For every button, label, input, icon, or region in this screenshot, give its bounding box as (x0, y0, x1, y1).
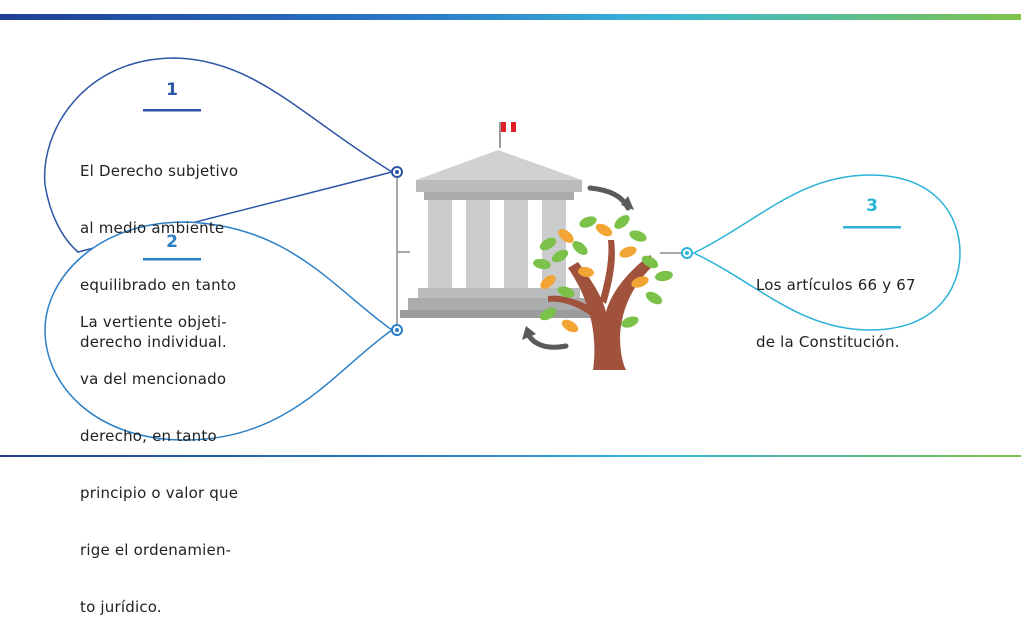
node-dot-1 (391, 166, 403, 178)
courthouse-with-peru-flag-icon (400, 122, 598, 318)
underline-1 (143, 109, 201, 112)
diagram-canvas (43, 57, 961, 441)
drop-shape-1 (43, 57, 394, 253)
item-1-number: 1 (166, 80, 178, 100)
item-3-number: 3 (866, 196, 878, 216)
underline-3 (843, 226, 901, 229)
item-3-text: Los artículos 66 y 67 de la Constitución… (756, 276, 916, 351)
item-1-text: El Derecho subjetivo al medio ambiente e… (80, 162, 239, 351)
top-gradient-bar (0, 14, 1021, 20)
drop-shape-2 (44, 221, 394, 441)
bottom-gradient-line (0, 455, 1021, 457)
underline-2 (143, 258, 201, 261)
tree-with-cycle-arrows-icon (522, 185, 673, 370)
drop-shape-3 (692, 174, 961, 331)
node-dot-2 (391, 324, 403, 336)
node-dot-3 (681, 247, 693, 259)
item-2-number: 2 (166, 232, 178, 252)
